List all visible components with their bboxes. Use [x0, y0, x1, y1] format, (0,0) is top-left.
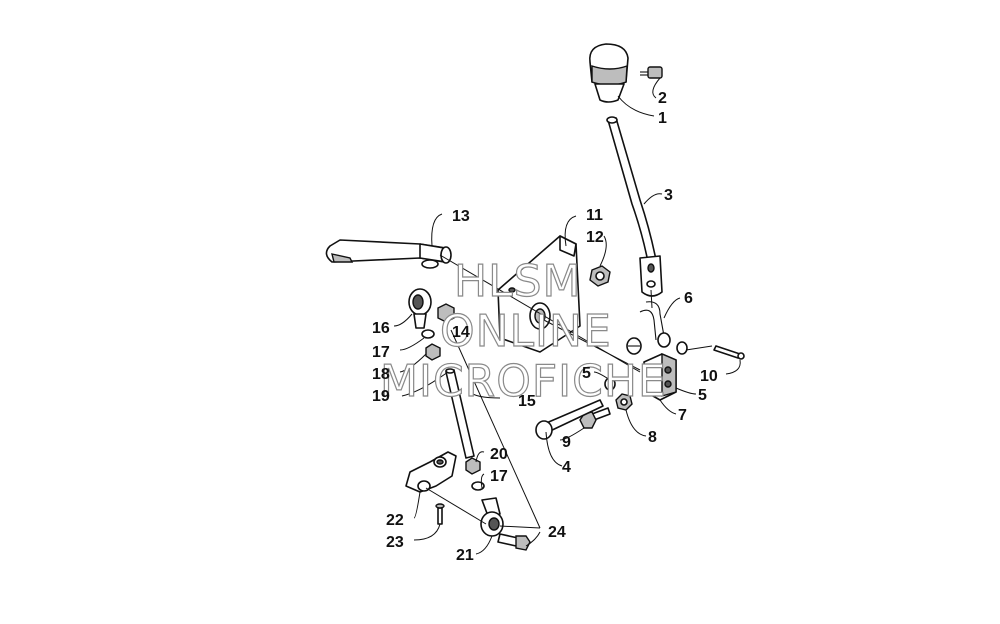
callout-11: 11 — [586, 207, 603, 224]
flange-nut — [589, 265, 611, 287]
shift-arm-shaft — [325, 239, 452, 269]
watermark-line-1: HLSM — [454, 256, 582, 307]
cotter-pin — [713, 345, 745, 360]
shift-knob — [589, 43, 629, 103]
callout-8: 8 — [648, 429, 657, 446]
pivot-block — [643, 352, 677, 401]
callout-labels: 1 2 3 4 5 5 6 7 8 9 10 11 12 13 14 15 16… — [372, 90, 718, 564]
hex-nut — [615, 393, 633, 411]
jam-nut-lower — [465, 457, 481, 475]
callout-2: 2 — [658, 90, 667, 107]
shift-bracket — [497, 235, 581, 353]
callout-16: 16 — [372, 320, 390, 337]
callout-9: 9 — [562, 434, 571, 451]
callout-19: 19 — [372, 388, 390, 405]
callout-3: 3 — [664, 187, 673, 204]
watermark-line-2: ONLINE — [440, 306, 612, 357]
callout-23: 23 — [386, 534, 404, 551]
callout-22: 22 — [386, 512, 404, 529]
callout-leaders — [393, 77, 741, 555]
detent-spring — [626, 301, 671, 355]
lower-shift-arm — [405, 451, 457, 493]
callout-4: 4 — [562, 459, 571, 476]
callout-13: 13 — [452, 208, 470, 225]
clevis-pin — [535, 399, 604, 440]
callout-14: 14 — [452, 324, 470, 341]
callout-7: 7 — [678, 407, 687, 424]
callout-10: 10 — [700, 368, 718, 385]
callout-17-lower: 17 — [490, 468, 508, 485]
washer-upper — [421, 329, 435, 339]
callout-21: 21 — [456, 547, 474, 564]
small-screw — [435, 503, 445, 525]
callout-18: 18 — [372, 366, 390, 383]
callout-5-right: 5 — [698, 387, 707, 404]
assembly-reference-lines — [425, 254, 713, 529]
shift-lever-rod — [606, 116, 663, 297]
callout-17-upper: 17 — [372, 344, 390, 361]
callout-1: 1 — [658, 110, 667, 127]
ball-joint-lower — [480, 497, 504, 537]
callout-24: 24 — [548, 524, 566, 541]
flange-bolt — [497, 533, 531, 551]
shift-link-rod — [445, 368, 475, 459]
callout-20: 20 — [490, 446, 508, 463]
watermark: HLSM ONLINE MICROFICHE — [379, 255, 667, 407]
washer-right — [676, 341, 688, 355]
callout-5-left: 5 — [582, 365, 591, 382]
watermark-line-3: MICROFICHE — [380, 356, 667, 407]
callout-12: 12 — [586, 229, 604, 246]
jam-nut-upper — [425, 343, 441, 361]
callout-15: 15 — [518, 393, 536, 410]
set-screw — [640, 66, 663, 79]
washer-left — [604, 377, 616, 391]
callout-6: 6 — [684, 290, 693, 307]
ball-joint-upper — [408, 288, 455, 329]
